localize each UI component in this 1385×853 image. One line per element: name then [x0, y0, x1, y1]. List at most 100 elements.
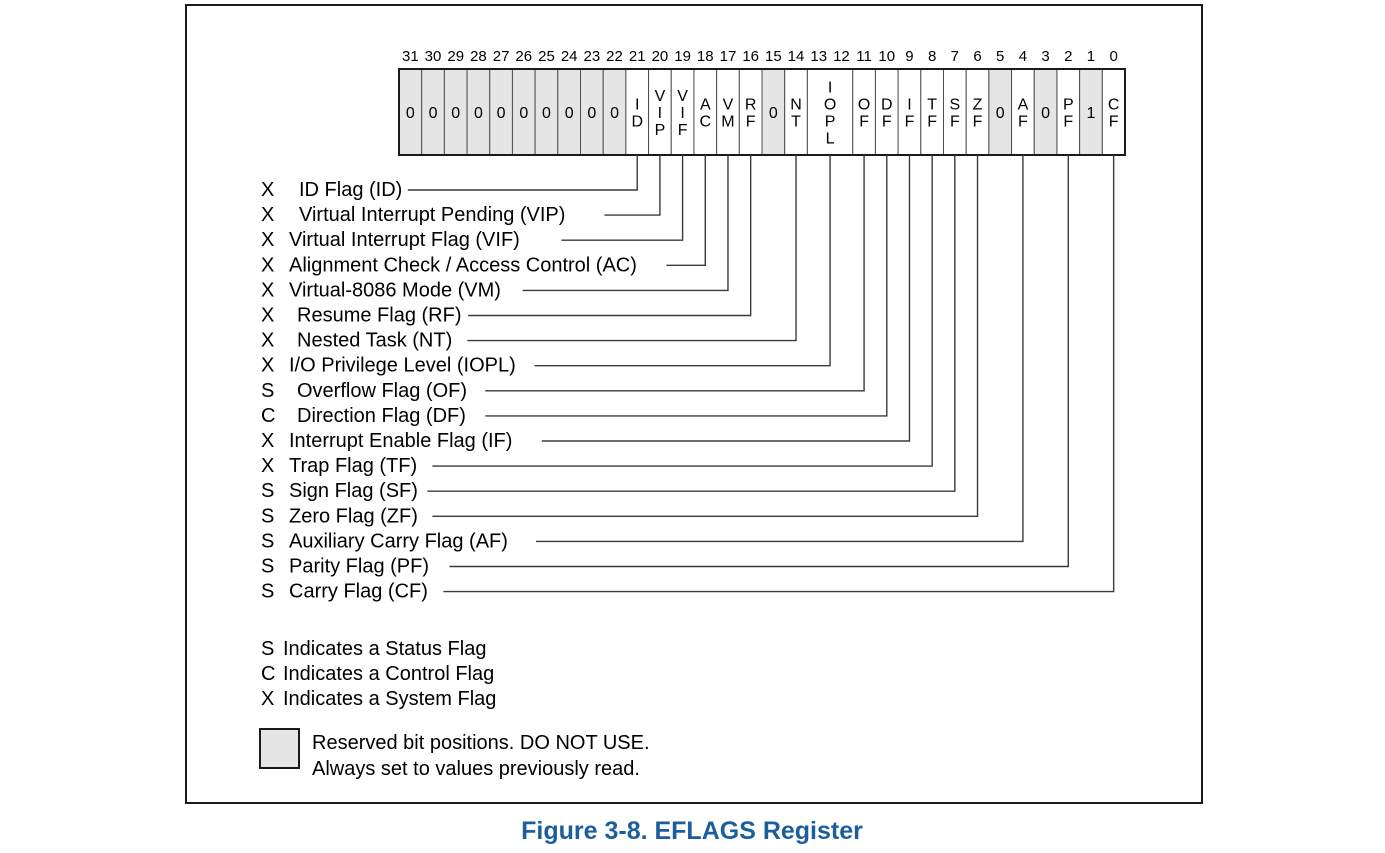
flag-label-11: Trap Flag (TF)	[289, 455, 417, 477]
bit-cell-label-26: 0	[519, 105, 528, 122]
flag-label-12: Sign Flag (SF)	[289, 480, 418, 502]
flag-prefix-10: X	[261, 430, 274, 452]
flag-label-9: Direction Flag (DF)	[297, 405, 466, 427]
bit-number-0: 0	[1109, 48, 1117, 65]
flag-label-2: Virtual Interrupt Flag (VIF)	[289, 229, 520, 251]
legend-prefix-0: S	[261, 638, 274, 660]
bit-number-1: 1	[1087, 48, 1095, 65]
bit-number-3: 3	[1041, 48, 1049, 65]
legend-text-1: Indicates a Control Flag	[283, 663, 494, 685]
bit-cell-label-27: 0	[497, 105, 506, 122]
figure-caption: Figure 3-8. EFLAGS Register	[521, 817, 863, 845]
bit-number-24: 24	[561, 48, 578, 65]
bit-cell-label-25: 0	[542, 105, 551, 122]
flag-prefix-4: X	[261, 279, 274, 301]
leader-line-8	[485, 155, 865, 392]
flag-prefix-13: S	[261, 505, 274, 527]
flag-label-10: Interrupt Enable Flag (IF)	[289, 430, 512, 452]
reserved-note-line-2: Always set to values previously read.	[312, 758, 640, 780]
leader-line-12	[427, 155, 956, 492]
bit-cell-label-28: 0	[474, 105, 483, 122]
bit-number-5: 5	[996, 48, 1004, 65]
bit-cell-label-15: 0	[769, 105, 778, 122]
flag-label-5: Resume Flag (RF)	[297, 305, 461, 327]
legend-prefix-1: C	[261, 663, 275, 685]
leader-line-16	[443, 155, 1115, 593]
leader-line-10	[541, 155, 911, 442]
bit-number-10: 10	[878, 48, 895, 65]
leader-line-15	[449, 155, 1069, 568]
bit-number-9: 9	[905, 48, 913, 65]
bit-cell-label-5: 0	[996, 105, 1005, 122]
bit-number-26: 26	[515, 48, 532, 65]
flag-prefix-16: S	[261, 581, 274, 603]
bit-number-21: 21	[629, 48, 646, 65]
leader-line-2	[561, 155, 684, 241]
flag-prefix-11: X	[261, 455, 274, 477]
legend-text-2: Indicates a System Flag	[283, 688, 496, 710]
leader-line-3	[666, 155, 706, 266]
flag-prefix-0: X	[261, 179, 274, 201]
flag-prefix-1: X	[261, 204, 274, 226]
flag-label-13: Zero Flag (ZF)	[289, 505, 418, 527]
bit-number-16: 16	[742, 48, 759, 65]
bit-number-20: 20	[652, 48, 669, 65]
bit-number-18: 18	[697, 48, 714, 65]
flag-prefix-5: X	[261, 305, 274, 327]
bit-number-4: 4	[1019, 48, 1027, 65]
bit-cell-label-31: 0	[406, 105, 415, 122]
leader-line-4	[522, 155, 729, 292]
flag-prefix-6: X	[261, 330, 274, 352]
leader-line-1	[604, 155, 661, 216]
bit-cell-label-24: 0	[565, 105, 574, 122]
leader-line-9	[485, 155, 888, 417]
bit-number-7: 7	[951, 48, 959, 65]
flag-label-7: I/O Privilege Level (IOPL)	[289, 355, 516, 377]
flag-prefix-12: S	[261, 480, 274, 502]
leader-line-14	[536, 155, 1024, 543]
leader-line-6	[467, 155, 797, 342]
flag-prefix-3: X	[261, 254, 274, 276]
bit-number-19: 19	[674, 48, 691, 65]
bit-number-27: 27	[493, 48, 510, 65]
bit-number-29: 29	[447, 48, 464, 65]
leader-line-11	[432, 155, 933, 467]
leader-line-0	[407, 155, 638, 191]
flag-label-list: X ID Flag (ID) X Virtual Interrupt Pending …	[261, 179, 637, 603]
bit-number-2: 2	[1064, 48, 1072, 65]
flag-prefix-2: X	[261, 229, 274, 251]
bit-number-23: 23	[583, 48, 600, 65]
bit-number-6: 6	[973, 48, 981, 65]
bit-number-13: 13	[810, 48, 827, 65]
bit-cell-label-30: 0	[429, 105, 438, 122]
bit-number-25: 25	[538, 48, 555, 65]
bit-cell-label-1: 1	[1087, 105, 1096, 122]
leader-line-5	[468, 155, 752, 317]
bit-cell-label-23: 0	[587, 105, 596, 122]
flag-label-0: ID Flag (ID)	[299, 179, 402, 201]
flag-prefix-7: X	[261, 355, 274, 377]
bit-number-14: 14	[788, 48, 805, 65]
leader-lines	[407, 155, 1115, 593]
legend-text-0: Indicates a Status Flag	[283, 638, 486, 660]
reserved-note-line-1: Reserved bit positions. DO NOT USE.	[312, 732, 650, 754]
bit-number-17: 17	[720, 48, 737, 65]
flag-label-1: Virtual Interrupt Pending (VIP)	[299, 204, 565, 226]
flag-label-14: Auxiliary Carry Flag (AF)	[289, 530, 508, 552]
